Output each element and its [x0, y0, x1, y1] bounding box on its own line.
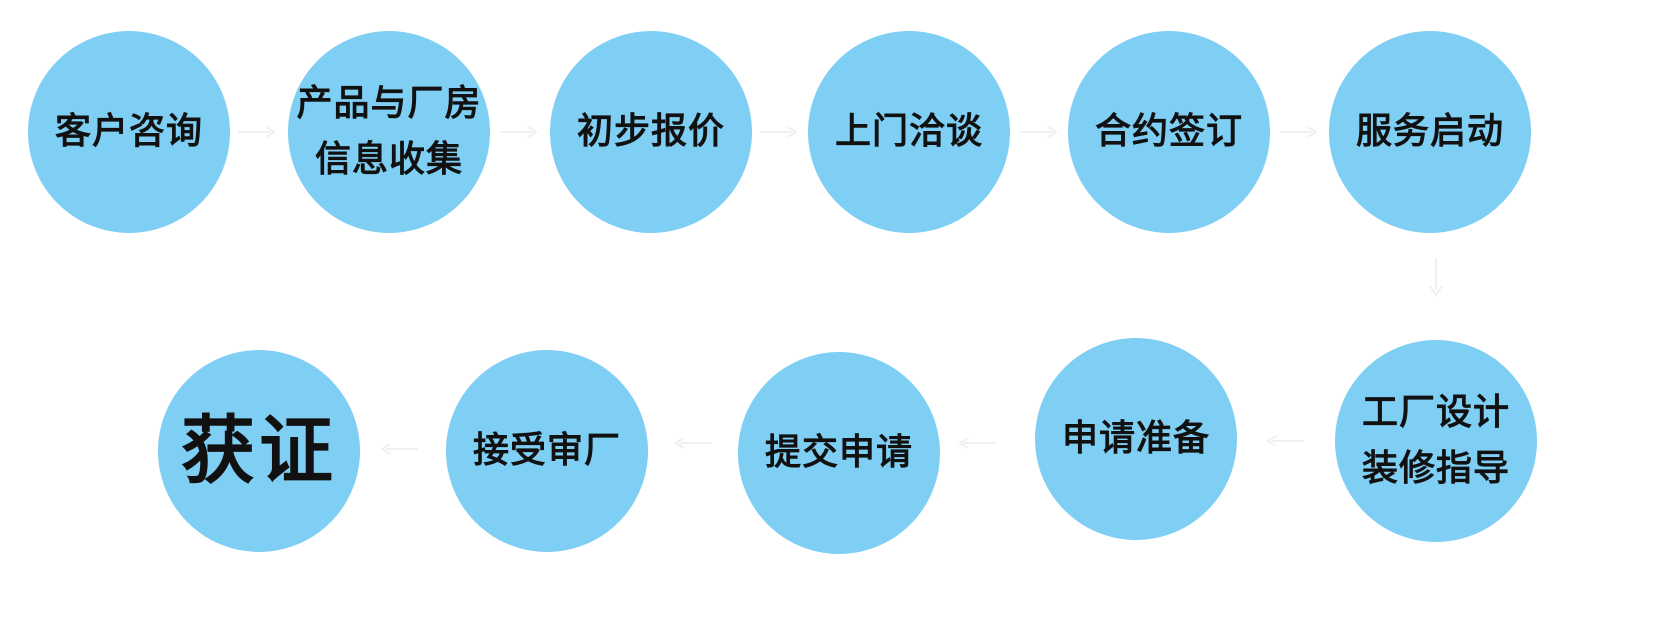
step-label: 服务启动 [1355, 111, 1504, 152]
step-service-start: 服务启动 [1329, 31, 1531, 233]
step-factory-design: 工厂设计 装修指导 [1335, 340, 1537, 542]
step-label: 信息收集 [314, 139, 463, 180]
arrow-right-icon [1280, 125, 1320, 139]
step-label: 提交申请 [764, 432, 913, 473]
step-label: 申请准备 [1061, 418, 1210, 459]
step-certification: 获证 [158, 350, 360, 552]
arrow-down-icon [1424, 258, 1448, 298]
step-label: 工厂设计 [1361, 392, 1510, 433]
step-application-prep: 申请准备 [1035, 338, 1237, 540]
step-label: 装修指导 [1361, 448, 1510, 489]
step-info-collection: 产品与厂房 信息收集 [288, 31, 490, 233]
arrow-left-icon [1264, 434, 1304, 448]
arrow-right-icon [1020, 125, 1060, 139]
step-label: 初步报价 [576, 111, 725, 152]
arrow-left-icon [672, 436, 712, 450]
step-label: 上门洽谈 [834, 111, 983, 152]
step-onsite-meeting: 上门洽谈 [808, 31, 1010, 233]
step-contract-signing: 合约签订 [1068, 31, 1270, 233]
arrow-left-icon [956, 436, 996, 450]
step-submit-application: 提交申请 [738, 352, 940, 554]
step-label: 获证 [181, 408, 337, 494]
step-factory-audit: 接受审厂 [446, 350, 648, 552]
step-customer-consult: 客户咨询 [28, 31, 230, 233]
arrow-right-icon [500, 125, 540, 139]
step-label: 接受审厂 [472, 430, 621, 471]
step-initial-quote: 初步报价 [550, 31, 752, 233]
arrow-right-icon [238, 125, 278, 139]
arrow-left-icon [378, 442, 418, 456]
step-label: 产品与厂房 [296, 83, 482, 124]
step-label: 合约签订 [1094, 111, 1243, 152]
step-label: 客户咨询 [54, 111, 203, 152]
arrow-right-icon [760, 125, 800, 139]
